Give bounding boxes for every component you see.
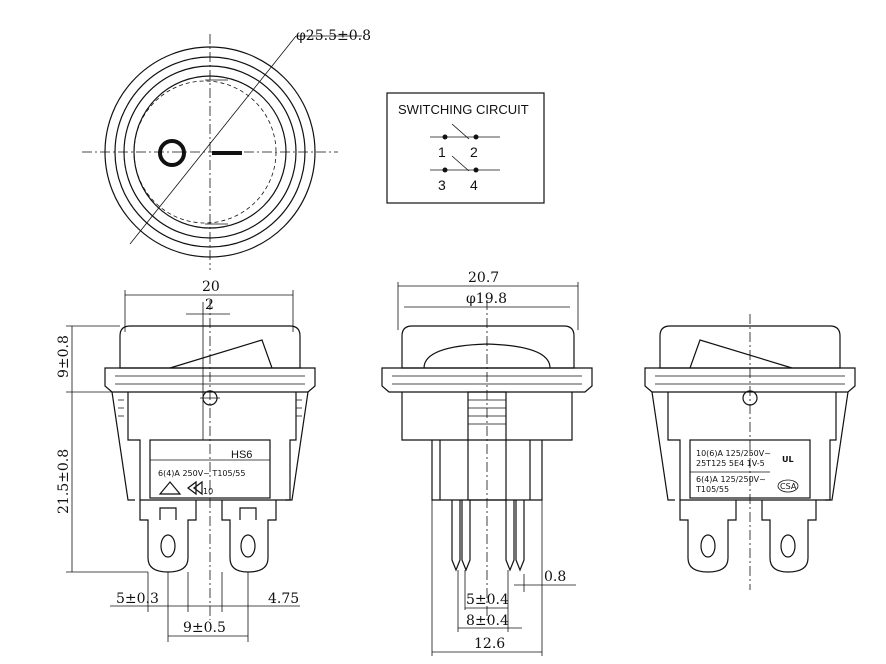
switching-circuit-box: SWITCHING CIRCUIT 1 2 3 4 bbox=[386, 92, 545, 204]
on-symbol-icon bbox=[212, 151, 242, 155]
rear-left-latch bbox=[651, 391, 675, 501]
rating-label: 6(4)A 250V~ T105/55 bbox=[158, 469, 245, 478]
side-stem bbox=[467, 391, 507, 501]
circuit-frame bbox=[386, 92, 545, 204]
rear-view: 10(6)A 125/250V~ 25T125 5E4 1V-5 6(4)A 1… bbox=[644, 314, 856, 590]
front-body bbox=[127, 392, 297, 501]
contact-lever-top bbox=[451, 123, 470, 140]
rear-indicator-led bbox=[742, 390, 758, 406]
base-width-dimension: 12.6 bbox=[474, 636, 505, 652]
model-label: HS6 bbox=[231, 449, 252, 461]
rear-rating-line-4: T105/55 bbox=[695, 485, 729, 494]
front-label-plate bbox=[149, 439, 271, 499]
terminal-4-dot bbox=[473, 167, 479, 173]
side-width-dimension: 20.7 bbox=[468, 270, 499, 286]
cap-height-dimension: 9±0.8 bbox=[56, 335, 72, 378]
left-terminal bbox=[139, 500, 197, 573]
front-view: 20 2 HS6 6(4)A 250V~ T105/55 10 bbox=[56, 279, 316, 642]
lens-dome bbox=[423, 343, 551, 369]
right-terminal-hole bbox=[240, 534, 256, 558]
offset-dimension: 2 bbox=[205, 297, 214, 313]
lens-diameter-dimension: φ19.8 bbox=[466, 291, 507, 307]
terminal-3-dot bbox=[442, 167, 448, 173]
pin-3-label: 3 bbox=[438, 177, 446, 193]
front-cap bbox=[119, 325, 301, 369]
side-pin-3 bbox=[505, 500, 515, 572]
ul-mark-icon: UL bbox=[782, 455, 794, 464]
side-pin-4 bbox=[515, 500, 525, 572]
terminal-1-dot bbox=[442, 134, 448, 140]
side-bezel bbox=[381, 367, 593, 393]
right-latch bbox=[285, 391, 309, 501]
cert-mark-icon bbox=[187, 480, 203, 496]
rear-rating-line-1: 10(6)A 125/250V~ bbox=[696, 449, 771, 458]
left-latch bbox=[111, 391, 135, 501]
rear-cap bbox=[659, 325, 841, 369]
diameter-dimension: φ25.5±0.8 bbox=[296, 28, 371, 44]
side-pin-span-dimension: 8±0.4 bbox=[466, 613, 509, 629]
rear-rating-line-3: 6(4)A 125/250V~ bbox=[696, 475, 766, 484]
off-symbol-icon bbox=[158, 139, 186, 167]
left-terminal-hole bbox=[160, 534, 176, 558]
rear-left-terminal bbox=[679, 500, 737, 573]
pin-pitch-dimension: 9±0.5 bbox=[183, 620, 226, 636]
rear-body bbox=[667, 392, 837, 501]
side-cap bbox=[401, 325, 575, 369]
width-dimension: 20 bbox=[202, 279, 220, 295]
circuit-title: SWITCHING CIRCUIT bbox=[398, 102, 529, 117]
rear-right-latch bbox=[825, 391, 849, 501]
rear-rocker-face bbox=[689, 339, 793, 369]
side-pin-2 bbox=[461, 500, 471, 572]
side-pin-1 bbox=[451, 500, 461, 572]
csa-mark-icon: CSA bbox=[780, 482, 797, 491]
rear-right-terminal bbox=[761, 500, 817, 573]
right-terminal bbox=[221, 500, 277, 573]
pin-2-label: 2 bbox=[470, 144, 478, 160]
diameter-leader-line bbox=[129, 35, 297, 245]
body-height-dimension: 21.5±0.8 bbox=[56, 449, 72, 514]
rear-label-plate bbox=[689, 439, 811, 499]
rocker-hinge-marks bbox=[205, 79, 228, 225]
cert-mark-number: 10 bbox=[203, 487, 213, 496]
side-pin-pitch-dimension: 5±0.4 bbox=[466, 592, 509, 608]
pin-thickness-dimension: 0.8 bbox=[544, 569, 566, 585]
rear-rating-line-2: 25T125 5E4 1V-5 bbox=[696, 459, 765, 468]
rear-right-terminal-hole bbox=[780, 534, 796, 558]
pin-gap-dimension: 4.75 bbox=[268, 591, 299, 607]
top-view: φ25.5±0.8 bbox=[82, 28, 371, 270]
rear-left-terminal-hole bbox=[700, 534, 716, 558]
pin-width-dimension: 5±0.3 bbox=[116, 591, 159, 607]
contact-lever-bottom bbox=[451, 155, 470, 172]
terminal-2-dot bbox=[473, 134, 479, 140]
pin-4-label: 4 bbox=[470, 177, 478, 193]
side-body bbox=[401, 392, 573, 441]
rocker-face bbox=[169, 339, 273, 369]
pin-1-label: 1 bbox=[438, 144, 446, 160]
side-view: 20.7 φ19.8 0.8 5±0.4 8±0.4 12.6 bbox=[381, 270, 593, 656]
ground-symbol-icon bbox=[158, 481, 182, 495]
